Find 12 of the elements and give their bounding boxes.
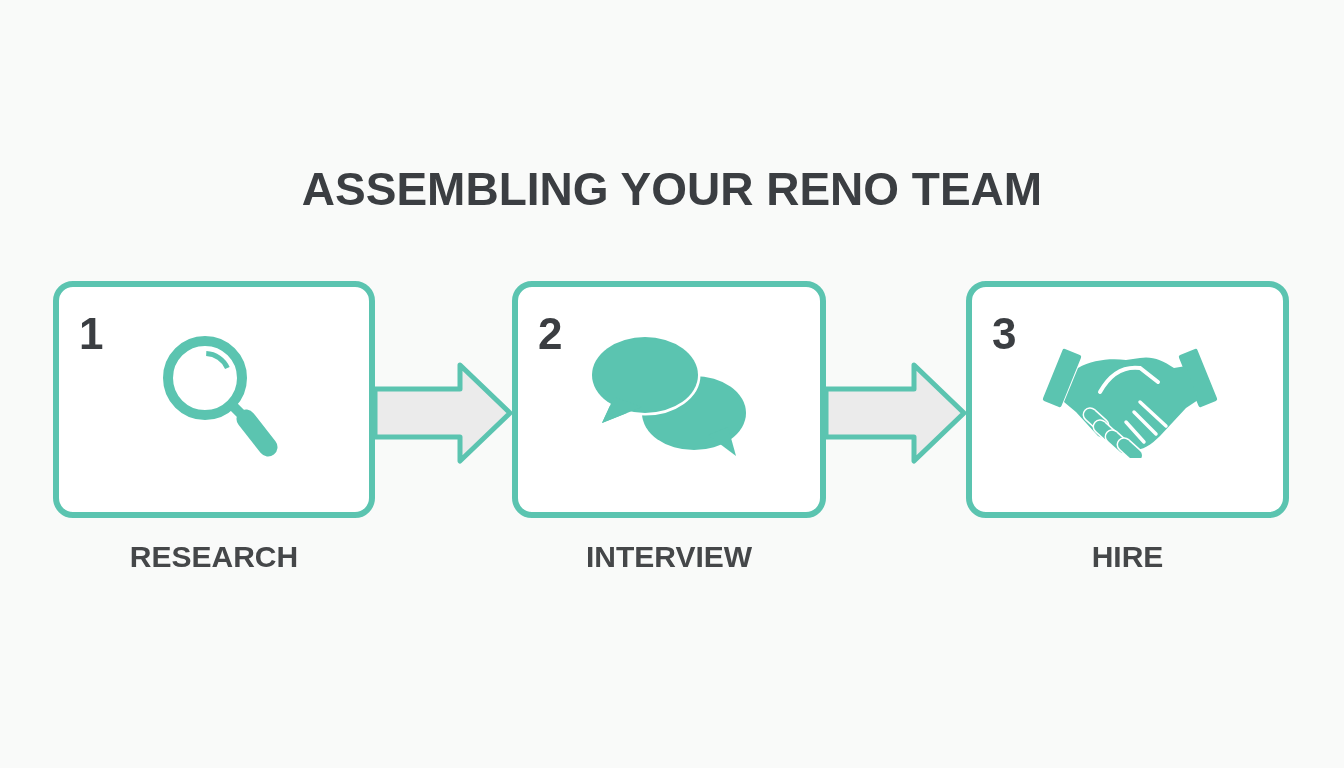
diagram-title: ASSEMBLING YOUR RENO TEAM [300, 163, 1044, 216]
step-label: INTERVIEW [584, 540, 754, 575]
block-arrow [372, 362, 513, 464]
step-label: RESEARCH [128, 540, 300, 575]
step-number: 1 [79, 312, 104, 356]
step-number: 3 [992, 312, 1017, 356]
step-box [512, 281, 826, 518]
block-arrow [823, 362, 967, 464]
step-label: HIRE [1090, 540, 1165, 575]
step-box [53, 281, 375, 518]
step-number: 2 [538, 312, 563, 356]
step-box [966, 281, 1289, 518]
